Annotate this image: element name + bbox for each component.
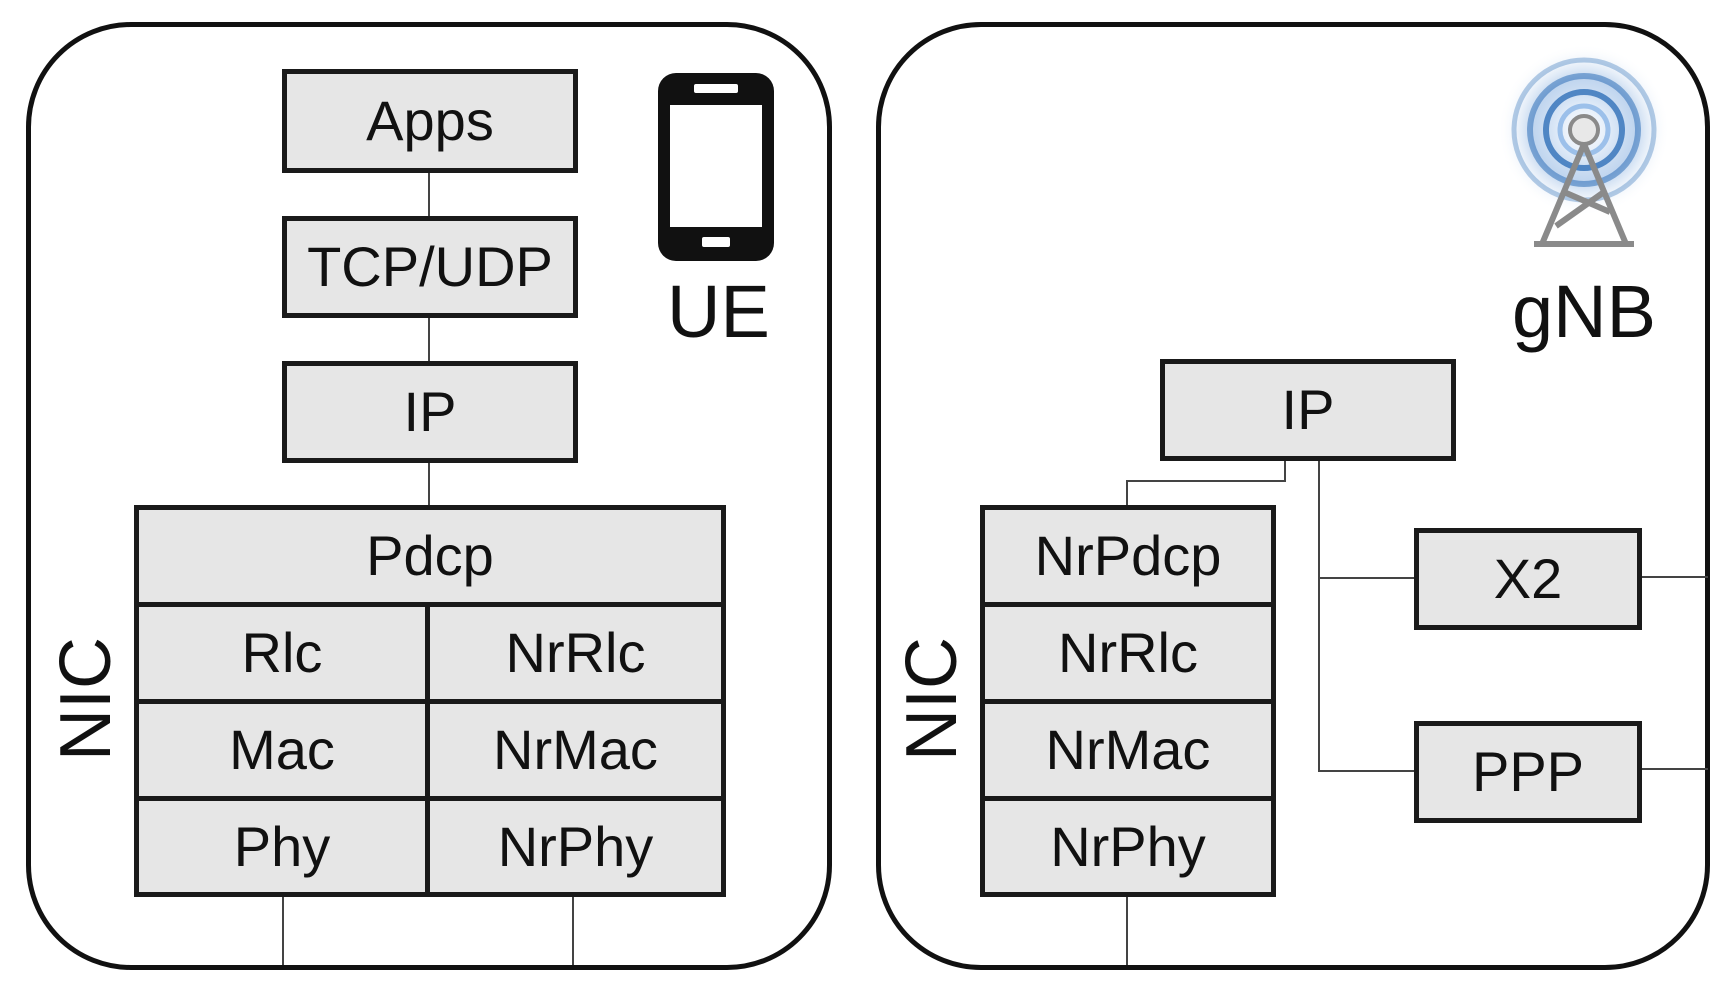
gnb-ip-box: IP xyxy=(1160,359,1456,461)
ip-to-nrpdcp-run xyxy=(1126,480,1286,482)
gnb-ppp-box: PPP xyxy=(1414,721,1642,823)
smartphone-icon xyxy=(658,73,774,261)
gnb-nrmac-box: NrMac xyxy=(980,699,1276,801)
ip-to-nrpdcp-drop-a xyxy=(1284,458,1286,482)
ue-phy-box: Phy xyxy=(134,796,430,897)
ip-bus-line xyxy=(1318,458,1320,772)
ue-nrmac-box: NrMac xyxy=(425,699,726,801)
apps-tcp-link xyxy=(428,171,430,219)
gnb-nic-label: NIC xyxy=(892,637,972,761)
gnb-nrpdcp-box: NrPdcp xyxy=(980,505,1276,607)
ue-tcp-udp-box: TCP/UDP xyxy=(282,216,578,318)
gnb-x2-box: X2 xyxy=(1414,528,1642,630)
ip-pdcp-link xyxy=(428,460,430,508)
ppp-external-link xyxy=(1638,768,1708,770)
gnb-nrrlc-box: NrRlc xyxy=(980,602,1276,704)
antenna-tower-icon xyxy=(1498,44,1670,247)
gnb-nrphy-box: NrPhy xyxy=(980,796,1276,897)
gnb-title: gNB xyxy=(1512,270,1656,353)
ue-nic-label: NIC xyxy=(46,637,126,761)
ue-nrrlc-box: NrRlc xyxy=(425,602,726,704)
bus-to-ppp xyxy=(1318,770,1416,772)
ue-rlc-box: Rlc xyxy=(134,602,430,704)
x2-external-link xyxy=(1638,576,1708,578)
ue-apps-box: Apps xyxy=(282,69,578,173)
ue-nrphy-downlink xyxy=(572,893,574,965)
ue-pdcp-box: Pdcp xyxy=(134,505,726,607)
ue-mac-box: Mac xyxy=(134,699,430,801)
ue-title: UE xyxy=(667,270,770,353)
bus-to-x2 xyxy=(1318,577,1416,579)
tcp-ip-link xyxy=(428,316,430,364)
ip-to-nrpdcp-drop-b xyxy=(1126,480,1128,508)
ue-nrphy-box: NrPhy xyxy=(425,796,726,897)
gnb-nrphy-downlink xyxy=(1126,893,1128,965)
ue-ip-box: IP xyxy=(282,361,578,463)
ue-phy-downlink xyxy=(282,893,284,965)
